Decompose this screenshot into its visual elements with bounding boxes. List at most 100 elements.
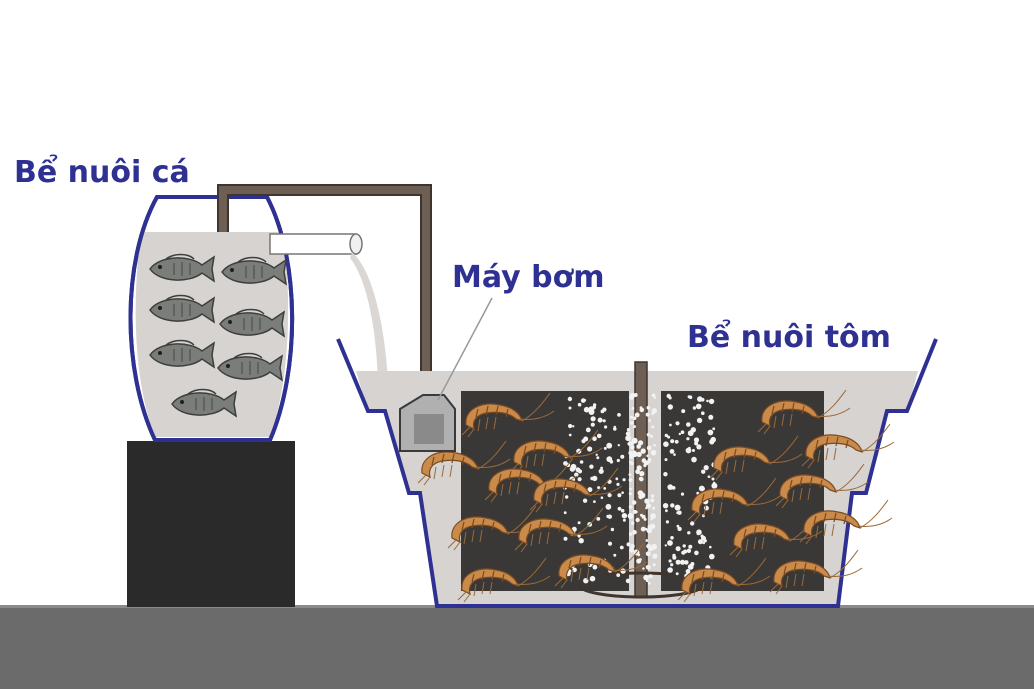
bubble bbox=[696, 444, 702, 450]
bubble bbox=[638, 494, 644, 500]
bubble bbox=[690, 521, 695, 526]
bubble bbox=[662, 503, 669, 509]
bubble bbox=[617, 413, 621, 417]
bubble bbox=[613, 553, 617, 557]
bubble bbox=[686, 548, 692, 553]
bubble bbox=[596, 517, 601, 521]
bubble bbox=[646, 405, 651, 410]
bubble bbox=[620, 568, 626, 574]
bubble bbox=[674, 504, 681, 511]
bubble bbox=[696, 417, 703, 424]
bubble bbox=[667, 540, 673, 546]
bubble bbox=[577, 402, 582, 407]
bubble bbox=[613, 427, 617, 431]
bubble bbox=[619, 545, 624, 550]
bubble bbox=[672, 555, 677, 560]
bubble bbox=[620, 508, 625, 513]
bubble bbox=[692, 406, 697, 410]
bubble bbox=[638, 476, 643, 481]
bubble bbox=[697, 539, 703, 545]
bubble bbox=[617, 444, 620, 447]
bubble bbox=[632, 509, 637, 514]
bubble bbox=[670, 439, 675, 444]
bubble bbox=[629, 415, 633, 419]
bubble bbox=[632, 416, 637, 421]
bubble bbox=[698, 485, 705, 492]
bubble bbox=[615, 477, 619, 481]
bubble bbox=[651, 393, 656, 398]
bubble bbox=[643, 574, 649, 581]
bubble bbox=[628, 473, 632, 476]
bubble bbox=[688, 544, 693, 549]
bubble bbox=[650, 513, 656, 519]
bubble bbox=[695, 403, 702, 410]
bubble bbox=[648, 419, 651, 422]
bubble bbox=[646, 445, 652, 451]
bubble bbox=[630, 445, 635, 450]
bubble bbox=[646, 432, 651, 437]
bubble bbox=[602, 419, 606, 423]
bubble bbox=[628, 532, 633, 536]
bubble bbox=[712, 481, 716, 484]
bubble bbox=[701, 469, 706, 474]
bubble bbox=[667, 567, 673, 573]
bubble bbox=[688, 446, 691, 450]
bubble bbox=[674, 439, 679, 444]
bubble bbox=[597, 486, 601, 490]
bubble bbox=[622, 518, 626, 522]
bubble bbox=[709, 553, 715, 560]
bubble bbox=[711, 477, 715, 481]
bubble bbox=[596, 433, 602, 439]
bubble bbox=[664, 433, 668, 438]
bubble bbox=[588, 406, 595, 413]
bubble bbox=[645, 412, 650, 417]
bubble bbox=[630, 461, 634, 466]
bubble bbox=[631, 500, 637, 505]
bubble bbox=[578, 538, 584, 544]
bubble bbox=[645, 579, 649, 583]
fish-tank-label: Bể nuôi cá bbox=[14, 155, 190, 190]
bubble bbox=[678, 432, 681, 436]
bubble bbox=[636, 558, 642, 564]
bubble bbox=[600, 496, 604, 500]
bubble bbox=[563, 536, 568, 541]
bubble bbox=[637, 490, 644, 496]
bubble bbox=[581, 439, 586, 444]
bubble bbox=[567, 396, 573, 402]
bubble bbox=[652, 553, 658, 559]
bubble bbox=[708, 414, 714, 420]
bubble bbox=[707, 475, 711, 479]
bubble bbox=[687, 531, 691, 535]
outlet-pipe bbox=[269, 233, 363, 255]
bubble bbox=[649, 523, 656, 530]
bubble bbox=[644, 498, 650, 504]
bubble bbox=[577, 469, 583, 474]
bubble bbox=[626, 428, 631, 432]
bubble bbox=[670, 503, 675, 508]
bubble bbox=[592, 564, 598, 570]
bubble bbox=[634, 412, 640, 418]
bubble bbox=[665, 520, 670, 524]
bubble bbox=[621, 513, 628, 519]
bubble bbox=[648, 574, 653, 579]
bubble bbox=[645, 506, 648, 510]
bubble bbox=[579, 460, 584, 464]
bubble bbox=[652, 506, 656, 510]
bubble bbox=[625, 431, 631, 437]
bubble bbox=[626, 542, 631, 547]
bubble bbox=[605, 503, 612, 510]
bubble bbox=[644, 527, 648, 531]
bubble bbox=[663, 472, 668, 477]
bubble bbox=[632, 530, 637, 535]
bubble bbox=[686, 437, 690, 441]
bubble bbox=[651, 425, 655, 429]
bubble bbox=[687, 430, 694, 437]
bubble bbox=[589, 575, 596, 582]
bubble bbox=[676, 524, 680, 528]
bubble bbox=[617, 493, 622, 498]
bubble bbox=[633, 425, 636, 429]
bubble bbox=[627, 513, 634, 519]
bubble bbox=[577, 521, 581, 525]
bubble bbox=[629, 452, 634, 456]
bubble bbox=[647, 581, 651, 585]
